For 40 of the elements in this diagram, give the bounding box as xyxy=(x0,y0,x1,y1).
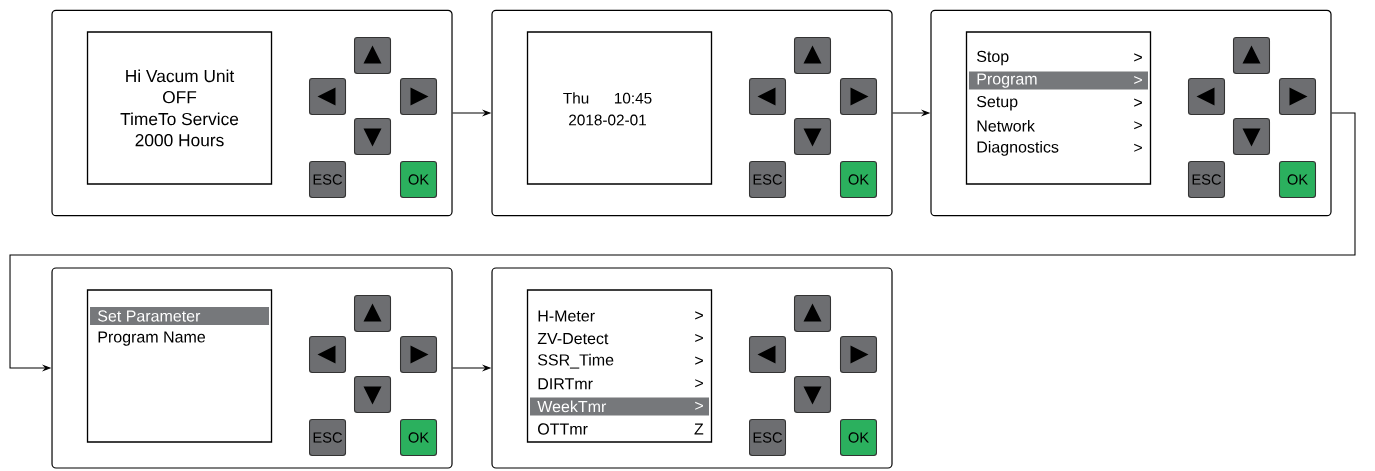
display-screen: Thu 10:45 2018-02-01 xyxy=(526,31,713,185)
arrow-button xyxy=(793,117,832,156)
arrow-button xyxy=(748,335,787,374)
arrow-button xyxy=(748,77,787,116)
arrow-button xyxy=(1232,117,1271,156)
arrow-button xyxy=(793,294,832,333)
arrow-button xyxy=(399,77,438,116)
ok-button: OK xyxy=(1278,160,1317,199)
esc-button: ESC xyxy=(748,160,787,199)
arrow-button xyxy=(793,375,832,414)
device-panel xyxy=(491,267,893,469)
device-panel xyxy=(51,9,453,217)
ok-button: OK xyxy=(399,418,438,457)
display-screen: Set Parameter Program Name xyxy=(86,289,273,443)
arrow-button xyxy=(309,77,347,116)
ok-button: OK xyxy=(839,418,878,457)
device-panel xyxy=(491,9,893,217)
esc-button: ESC xyxy=(748,418,787,457)
esc-button: ESC xyxy=(309,418,347,457)
arrow-button xyxy=(839,77,878,116)
arrow-button xyxy=(1232,36,1271,75)
arrow-button xyxy=(399,335,438,374)
device-panel xyxy=(51,267,453,469)
ok-button: OK xyxy=(399,160,438,199)
ok-button: OK xyxy=(839,160,878,199)
arrow-button xyxy=(839,335,878,374)
device-panel xyxy=(930,9,1332,217)
arrow-button xyxy=(354,36,392,75)
arrow-button xyxy=(354,294,392,333)
esc-button: ESC xyxy=(309,160,347,199)
esc-button: ESC xyxy=(1187,160,1226,199)
display-screen: Hi Vacum Unit OFF TimeTo Service 2000 Hours xyxy=(86,31,273,185)
arrow-button xyxy=(354,117,392,156)
arrow-button xyxy=(354,375,392,414)
arrow-button xyxy=(1278,77,1317,116)
arrow-button xyxy=(309,335,347,374)
display-screen: H-Meter > ZV-Detect > SSR_Time > DIRTmr > WeekTmr > OTTmr Z xyxy=(526,289,713,443)
arrow-button xyxy=(1187,77,1226,116)
display-screen: Stop > Program > Setup > Network > Diagnostics > xyxy=(965,31,1152,185)
arrow-button xyxy=(793,36,832,75)
